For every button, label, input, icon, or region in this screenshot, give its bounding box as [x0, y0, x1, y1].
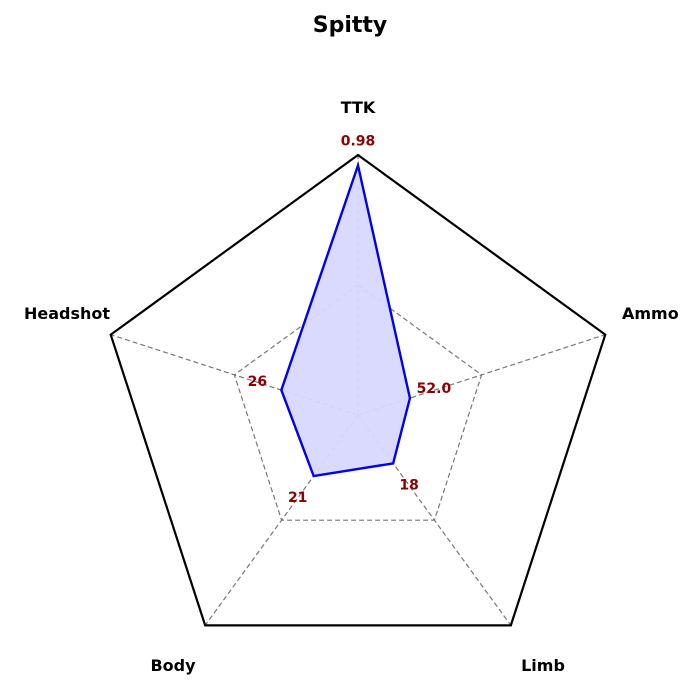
data-layer [280, 160, 412, 478]
axis-label-limb: Limb [521, 656, 565, 675]
value-label-headshot: 26 [248, 374, 267, 390]
value-label-ammo: 52.0 [417, 381, 452, 397]
axis-label-ammo: Ammo [622, 304, 679, 323]
value-label-limb: 18 [399, 477, 418, 493]
series-area [280, 160, 412, 478]
value-label-body: 21 [288, 490, 307, 506]
outer-frame [109, 153, 607, 627]
axis-label-ttk: TTK [341, 98, 376, 117]
axis-label-body: Body [150, 656, 196, 675]
value-label-ttk: 0.98 [341, 133, 376, 149]
axis-label-headshot: Headshot [24, 304, 110, 323]
grid-ring [233, 284, 483, 521]
value-labels: 0.98 52.0 18 21 26 [248, 133, 452, 506]
chart-title: Spitty [313, 13, 388, 38]
outer-pentagon [109, 153, 607, 627]
